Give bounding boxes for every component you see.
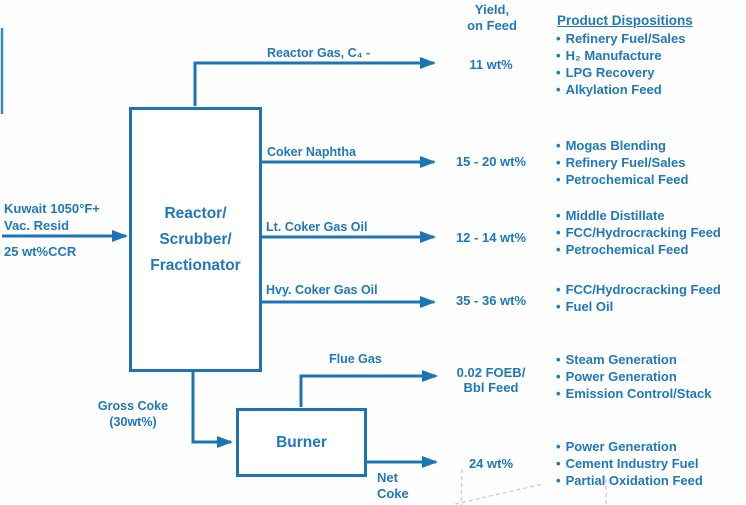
disposition-item: Fuel Oil bbox=[556, 298, 746, 315]
net-coke-label: Net Coke bbox=[377, 470, 409, 501]
yield-column-header: Yield, on Feed bbox=[467, 2, 517, 33]
disposition-item: Alkylation Feed bbox=[556, 81, 746, 98]
dispositions-hvy-coker-gas-oil: FCC/Hydrocracking FeedFuel Oil bbox=[556, 281, 746, 315]
burner-box: Burner bbox=[236, 408, 367, 477]
feed-label: Kuwait 1050°F+ Vac. Resid bbox=[4, 201, 100, 233]
yield-reactor-gas: 11 wt% bbox=[469, 57, 513, 72]
burner-box-label: Burner bbox=[276, 433, 327, 451]
disposition-item: FCC/Hydrocracking Feed bbox=[556, 224, 746, 241]
stream-label-reactor-gas: Reactor Gas, C₄ - bbox=[267, 46, 371, 60]
disposition-item: Steam Generation bbox=[556, 351, 746, 368]
reactor-gas-arrow bbox=[193, 57, 436, 106]
reactor-scrubber-fractionator-box: Reactor/ Scrubber/ Fractionator bbox=[129, 107, 262, 372]
yield-lt-coker-gas-oil: 12 - 14 wt% bbox=[455, 230, 527, 245]
disposition-item: Refinery Fuel/Sales bbox=[556, 154, 746, 171]
disposition-item: Refinery Fuel/Sales bbox=[556, 30, 746, 47]
gross-coke-label: Gross Coke (30wt%) bbox=[97, 399, 169, 429]
stream-label-lt-coker-gas-oil: Lt. Coker Gas Oil bbox=[266, 220, 368, 234]
dispositions-column-header: Product Dispositions bbox=[557, 13, 693, 28]
disposition-item: FCC/Hydrocracking Feed bbox=[556, 281, 746, 298]
yield-hvy-coker-gas-oil: 35 - 36 wt% bbox=[455, 293, 527, 308]
disposition-item: Middle Distillate bbox=[556, 207, 746, 224]
gross-coke-arrow bbox=[191, 371, 233, 448]
disposition-item: LPG Recovery bbox=[556, 64, 746, 81]
flue-gas-arrow bbox=[299, 370, 438, 407]
disposition-item: Power Generation bbox=[556, 438, 746, 455]
disposition-item: H₂ Manufacture bbox=[556, 47, 746, 64]
stream-label-hvy-coker-gas-oil: Hvy. Coker Gas Oil bbox=[266, 283, 378, 297]
disposition-item: Mogas Blending bbox=[556, 137, 746, 154]
yield-flue-gas: 0.02 FOEB/ Bbl Feed bbox=[456, 365, 526, 395]
dispositions-coker-naphtha: Mogas BlendingRefinery Fuel/SalesPetroch… bbox=[556, 137, 746, 188]
stream-label-coker-naphtha: Coker Naphtha bbox=[267, 145, 356, 159]
disposition-item: Partial Oxidation Feed bbox=[556, 472, 746, 489]
disposition-item: Petrochemical Feed bbox=[556, 241, 746, 258]
reactor-box-label: Reactor/ Scrubber/ Fractionator bbox=[150, 204, 241, 274]
dispositions-flue-gas: Steam GenerationPower GenerationEmission… bbox=[556, 351, 746, 402]
stream-label-flue-gas: Flue Gas bbox=[329, 352, 382, 366]
dispositions-reactor-gas: Refinery Fuel/SalesH₂ ManufactureLPG Rec… bbox=[556, 30, 746, 98]
disposition-item: Power Generation bbox=[556, 368, 746, 385]
yield-coker-naphtha: 15 - 20 wt% bbox=[455, 154, 527, 169]
disposition-item: Cement Industry Fuel bbox=[556, 455, 746, 472]
yield-net-coke: 24 wt% bbox=[468, 456, 514, 471]
watermark-dashes bbox=[454, 468, 607, 505]
dispositions-net-coke: Power GenerationCement Industry FuelPart… bbox=[556, 438, 746, 489]
feed-ccr-label: 25 wt%CCR bbox=[4, 244, 77, 259]
disposition-item: Emission Control/Stack bbox=[556, 385, 746, 402]
disposition-item: Petrochemical Feed bbox=[556, 171, 746, 188]
dispositions-lt-coker-gas-oil: Middle DistillateFCC/Hydrocracking FeedP… bbox=[556, 207, 746, 258]
